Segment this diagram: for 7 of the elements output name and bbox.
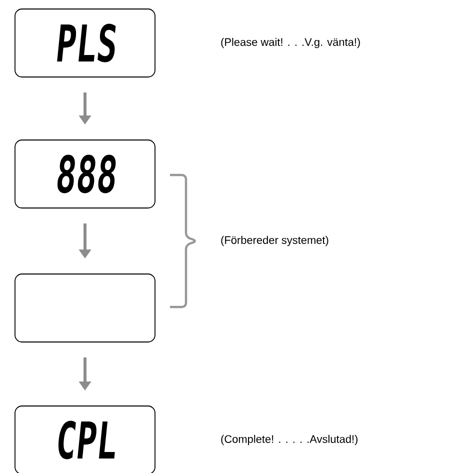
display-box: CPL — [14, 406, 156, 473]
note-text: (Förbereder systemet) — [221, 236, 328, 246]
note-text: (Please wait! . . .V.g. vänta!) — [221, 38, 360, 48]
display-box: PLS — [14, 8, 156, 78]
display-box: 888 — [14, 140, 156, 208]
note-text: (Complete! . . . . .Avslutad!) — [221, 434, 358, 446]
display-box — [14, 274, 156, 342]
